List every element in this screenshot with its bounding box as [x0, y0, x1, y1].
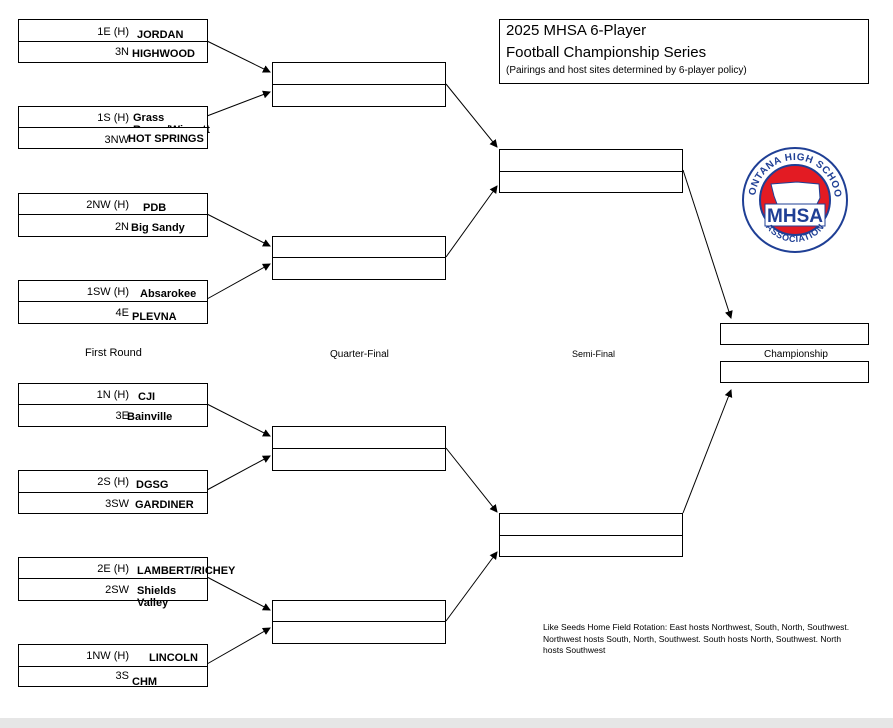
connector-line — [206, 263, 271, 300]
round-label-quarter: Quarter-Final — [330, 349, 389, 360]
team-slot: 1S (H) Grass Range/Winnett — [18, 106, 210, 136]
team-slot: 2N Big Sandy — [18, 214, 208, 237]
team-slot: 2S (H) DGSG — [18, 470, 208, 493]
team-name: Bainville — [127, 411, 173, 423]
team-slot: 2E (H) LAMBERT/RICHEY — [18, 557, 235, 579]
team-name: HOT SPRINGS — [128, 133, 204, 145]
seed-label: 1SW (H) — [86, 286, 129, 298]
seed-label: 3NW — [104, 134, 129, 146]
team-slot: 1SW (H) Absarokee — [18, 280, 208, 302]
seed-label: 2NW (H) — [86, 199, 129, 211]
seed-label: 1N (H) — [96, 389, 129, 401]
connector-line — [445, 83, 498, 148]
quarter-final-slot — [272, 84, 446, 107]
team-slot: 4E PLEVNA — [18, 301, 208, 324]
seed-label: 2SW — [105, 584, 129, 596]
team-name: Big Sandy — [131, 222, 185, 234]
seed-label: 3N — [114, 46, 129, 58]
team-name: Shields Valley — [137, 585, 177, 609]
team-name: CHM — [132, 676, 158, 688]
connector-line — [206, 213, 271, 247]
title-line-1: 2025 MHSA 6-Player — [506, 22, 647, 39]
team-name: GARDINER — [135, 499, 194, 511]
seed-label: 2N — [114, 221, 129, 233]
quarter-final-slot — [272, 600, 446, 622]
team-name: JORDAN — [137, 29, 184, 41]
round-label-championship: Championship — [764, 349, 828, 360]
connector-line — [206, 403, 271, 437]
team-name: PLEVNA — [132, 311, 177, 323]
semi-final-slot — [499, 513, 683, 536]
team-slot: 3NW HOT SPRINGS — [18, 127, 208, 149]
quarter-final-slot — [272, 621, 446, 644]
seed-label: 3S — [115, 670, 129, 682]
semi-final-slot — [499, 535, 683, 557]
team-slot: 3N HIGHWOOD — [18, 41, 208, 63]
team-slot: 2NW (H) PDB — [18, 193, 208, 215]
seed-label: 3SW — [105, 498, 129, 510]
team-slot: 1E (H) JORDAN — [18, 19, 208, 42]
team-slot: 1NW (H) LINCOLN — [18, 644, 208, 667]
mhsa-logo: MHSA MONTANA HIGH SCHOOL ASSOCIATION — [741, 146, 848, 253]
championship-slot — [720, 323, 869, 345]
seed-label: 1E (H) — [97, 26, 129, 38]
connector-line — [445, 185, 498, 258]
seed-label: 2S (H) — [97, 476, 129, 488]
connector-line — [206, 627, 271, 665]
title-box: 2025 MHSA 6-Player Football Championship… — [499, 19, 869, 84]
quarter-final-slot — [272, 236, 446, 258]
logo-center-text: MHSA — [767, 206, 823, 227]
seed-label: 3E — [115, 410, 129, 422]
team-slot: 3S CHM — [18, 666, 208, 688]
seed-label: 1S (H) — [97, 112, 129, 124]
team-slot: 3SW GARDINER — [18, 492, 208, 514]
quarter-final-slot — [272, 62, 446, 85]
connector-line — [206, 40, 271, 73]
semi-final-slot — [499, 149, 683, 172]
team-name: DGSG — [136, 479, 169, 491]
connector-line — [206, 576, 271, 611]
team-name: LAMBERT/RICHEY — [137, 565, 236, 577]
connector-line — [682, 389, 733, 514]
championship-slot — [720, 361, 869, 383]
connector-line — [445, 447, 498, 513]
team-name: PDB — [143, 202, 167, 214]
round-label-semi: Semi-Final — [572, 349, 616, 359]
quarter-final-slot — [272, 448, 446, 471]
team-slot: 2SW Shields Valley — [18, 578, 208, 609]
connector-line — [206, 455, 271, 491]
title-line-2: Football Championship Series — [506, 44, 707, 61]
quarter-final-slot — [272, 426, 446, 449]
team-slot: 3E Bainville — [18, 404, 208, 427]
round-label-first: First Round — [85, 347, 142, 359]
footer-bar — [0, 718, 893, 728]
seed-label: 1NW (H) — [86, 650, 129, 662]
semi-final-slot — [499, 171, 683, 193]
quarter-final-slot — [272, 257, 446, 280]
connector-line — [445, 551, 498, 622]
team-name: Absarokee — [140, 288, 197, 300]
seed-label: 2E (H) — [97, 563, 129, 575]
connector-line — [682, 169, 733, 319]
team-name: CJI — [138, 391, 156, 403]
team-name: HIGHWOOD — [132, 48, 195, 60]
connector-line — [206, 90, 271, 117]
seed-label: 4E — [115, 307, 129, 319]
montana-state-icon — [770, 181, 821, 207]
team-name: LINCOLN — [149, 652, 198, 664]
title-subtitle: (Pairings and host sites determined by 6… — [506, 65, 747, 76]
home-field-rotation-note: Like Seeds Home Field Rotation: East hos… — [543, 622, 850, 655]
team-slot: 1N (H) CJI — [18, 383, 208, 405]
logo-center-banner — [764, 203, 826, 227]
